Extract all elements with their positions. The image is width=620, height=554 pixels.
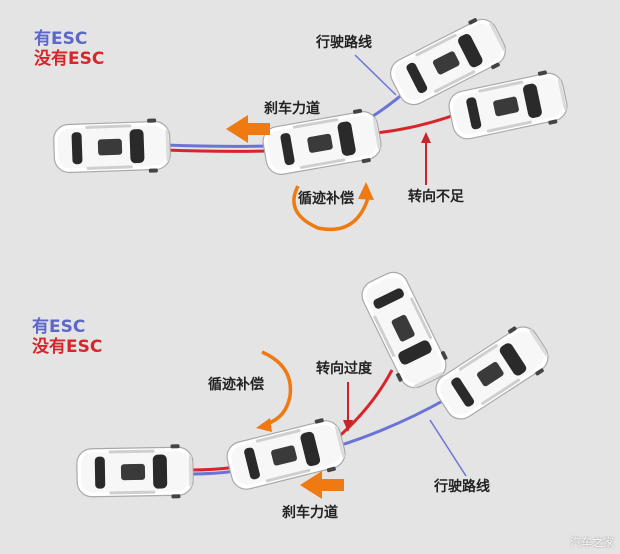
top-trail-red xyxy=(164,148,269,153)
bottom-path-pointer xyxy=(429,419,467,477)
top-compensate-arrow-icon xyxy=(292,182,374,232)
bottom-label-compensate: 循迹补偿 xyxy=(208,377,264,393)
top-path-without-esc xyxy=(375,111,461,135)
bottom-label-path: 行驶路线 xyxy=(434,479,490,495)
top-trail-blue xyxy=(164,143,269,148)
top-legend-with-esc: 有ESC xyxy=(34,29,88,49)
top-label-path: 行驶路线 xyxy=(316,35,372,51)
top-label-compensate: 循迹补偿 xyxy=(298,191,354,207)
top-legend-without-esc: 没有ESC xyxy=(34,48,105,69)
bottom-legend-with-esc: 有ESC xyxy=(32,317,86,337)
bottom-brake-arrow-icon xyxy=(300,471,344,499)
bottom-car-rear xyxy=(75,443,195,501)
bottom-legend: 有ESC 没有ESC xyxy=(32,317,103,357)
bottom-trail-blue xyxy=(189,469,237,476)
watermark: 汽车之家 xyxy=(570,536,614,549)
top-understeer-pointer xyxy=(421,132,431,185)
bottom-oversteer-pointer xyxy=(343,382,353,432)
bottom-path-without-esc xyxy=(334,369,394,442)
top-brake-arrow-icon xyxy=(226,115,270,143)
bottom-compensate-arrow-icon xyxy=(256,350,293,432)
bottom-legend-without-esc: 没有ESC xyxy=(32,336,103,357)
top-path-pointer xyxy=(354,54,397,96)
bottom-label-oversteer: 转向过度 xyxy=(316,361,372,377)
bottom-car-with-esc xyxy=(428,318,556,428)
bottom-label-brake: 刹车力道 xyxy=(282,505,338,521)
top-car-rear xyxy=(52,117,172,177)
top-car-middle xyxy=(259,105,385,181)
top-legend: 有ESC 没有ESC xyxy=(34,29,105,69)
bottom-path-with-esc xyxy=(337,396,449,448)
top-label-brake: 刹车力道 xyxy=(264,101,320,117)
top-label-understeer: 转向不足 xyxy=(408,189,464,205)
